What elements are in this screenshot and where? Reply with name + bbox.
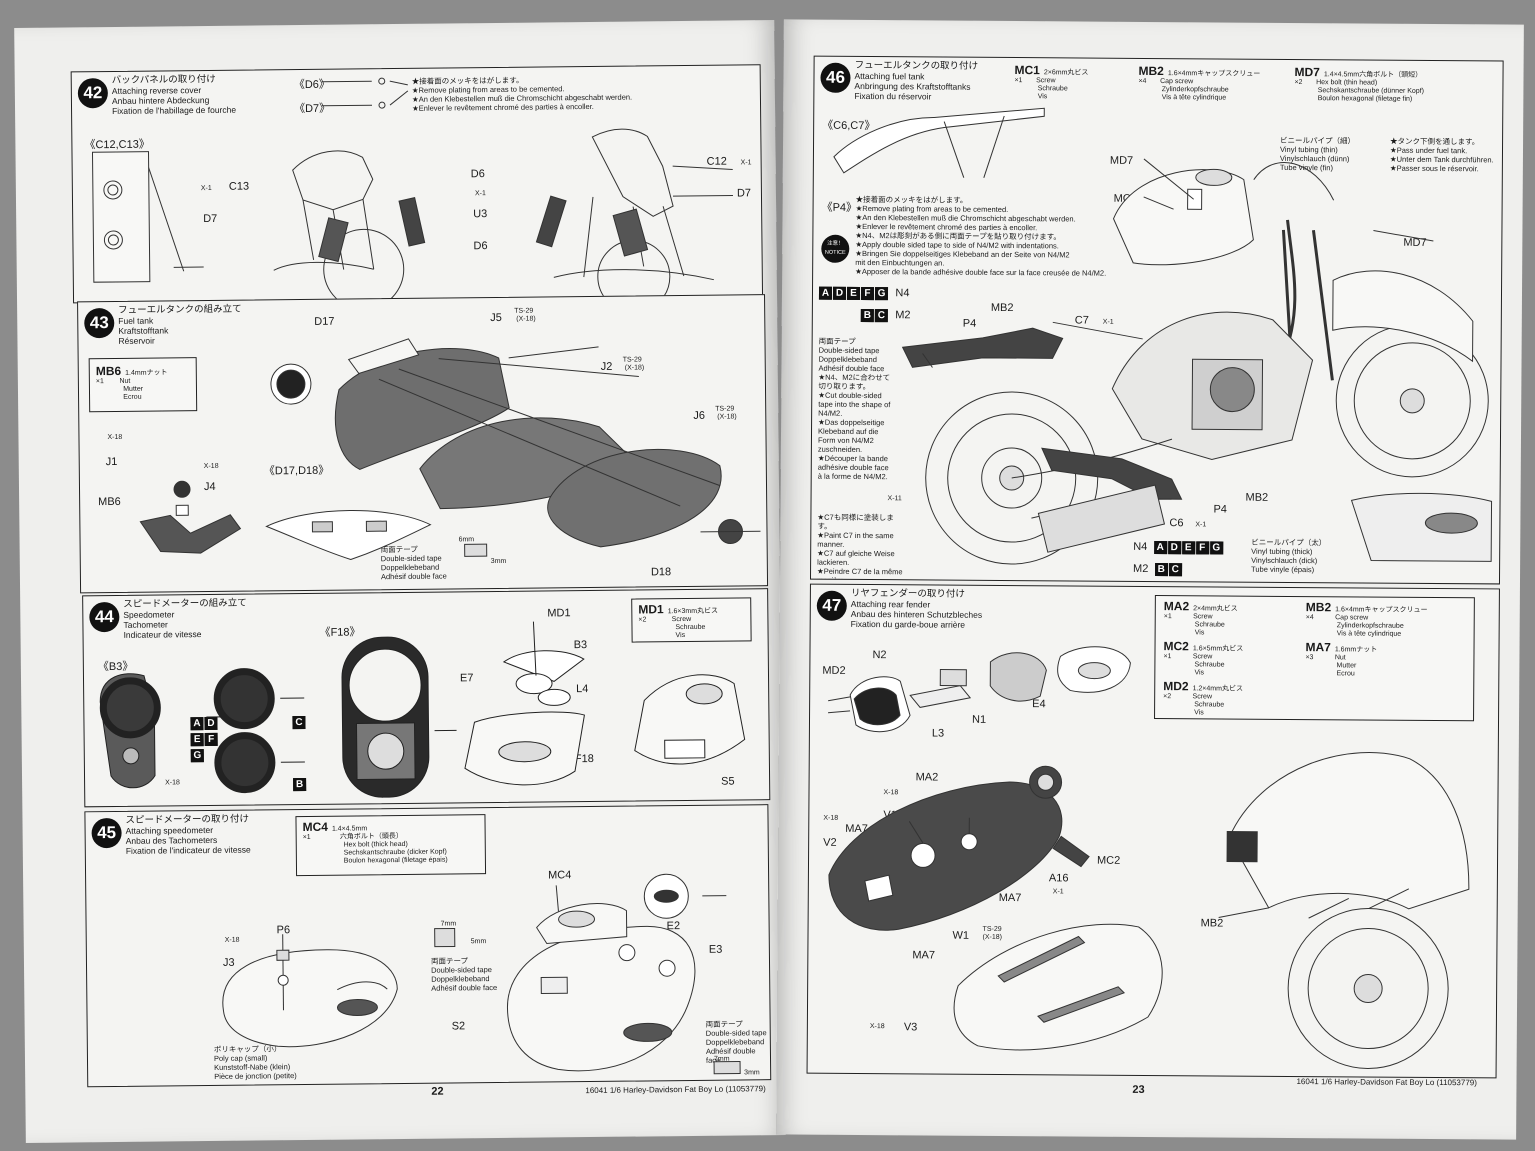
step-43: 43 フューエルタンクの組み立て Fuel tank Kraftstofftan… [77,294,769,594]
product-footer: 16041 1/6 Harley-Davidson Fat Boy Lo (11… [1296,1077,1477,1088]
step-46: 46 フューエルタンクの取り付け Attaching fuel tank Anb… [809,55,1504,585]
step-47: 47 リヤフェンダーの取り付け Attaching rear fender An… [806,583,1500,1079]
product-footer: 16041 1/6 Harley-Davidson Fat Boy Lo (11… [585,1084,766,1096]
step-42-illustration [91,77,733,304]
step-45-illustration [222,873,741,1075]
step-45: 45 スピードメーターの取り付け Attaching speedometer A… [84,804,772,1088]
step-47-illustration [828,646,1470,1070]
step-46-illustration [833,107,1493,565]
page-number: 23 [1132,1083,1145,1096]
step-44-illustration [99,621,746,798]
left-page: 42 バックパネルの取り付け Attaching reverse cover A… [14,20,786,1143]
step-42: 42 バックパネルの取り付け Attaching reverse cover A… [70,64,764,304]
step-44: 44 スピードメーターの組み立て Speedometer Tachometer … [82,588,771,808]
right-page: 46 フューエルタンクの取り付け Attaching fuel tank Anb… [776,19,1524,1140]
step-43-illustration [139,338,761,561]
page-number: 22 [431,1085,444,1098]
